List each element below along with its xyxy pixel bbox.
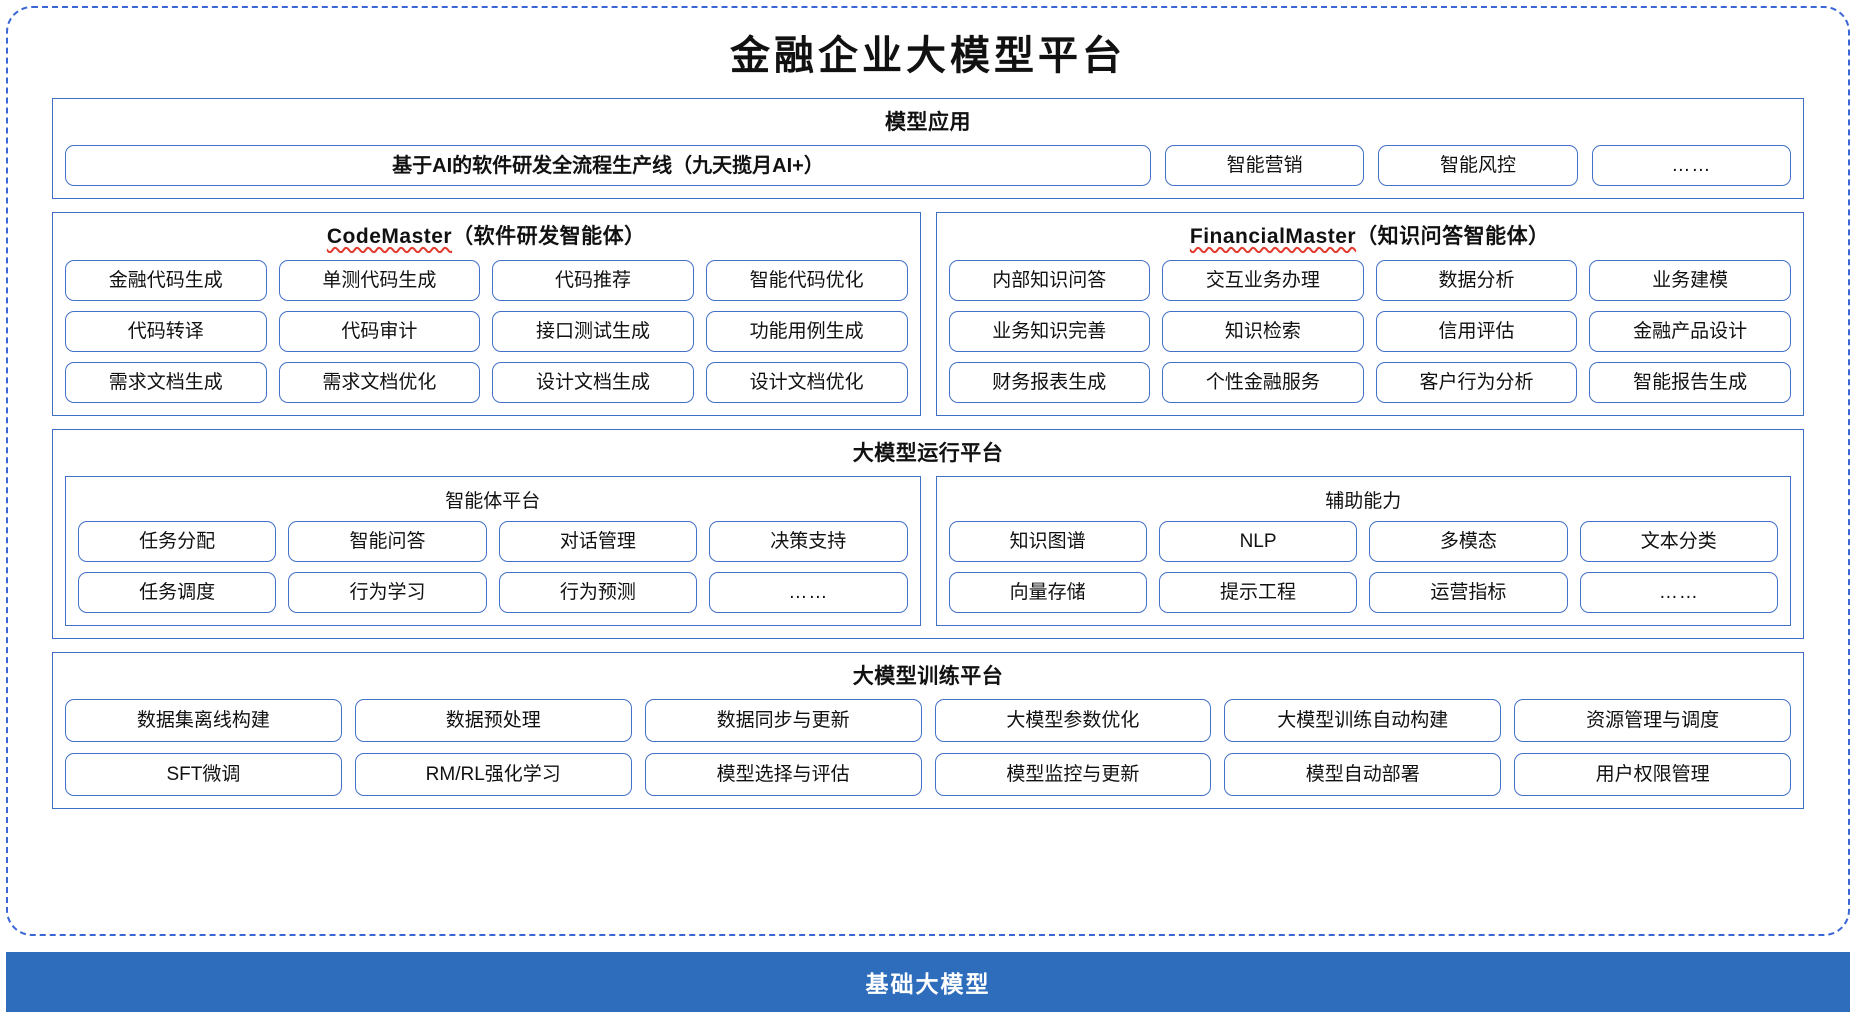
training-item[interactable]: 大模型训练自动构建 [1224,699,1502,742]
agent-platform-item[interactable]: 对话管理 [498,520,698,562]
auxiliary-item[interactable]: 运营指标 [1369,571,1568,613]
codemaster-item[interactable]: 金融代码生成 [65,259,267,301]
financialmaster-suffix: （知识问答智能体） [1356,225,1550,249]
app-pill-marketing[interactable]: 智能营销 [1165,145,1365,187]
financialmaster-item[interactable]: 数据分析 [1375,259,1578,301]
financialmaster-item[interactable]: 财务报表生成 [948,361,1151,403]
section-title-training-platform: 大模型训练平台 [852,664,1004,688]
panel-agent-platform: 智能体平台 任务分配 智能问答 对话管理 决策支持 任务调度 行为学习 行为预测… [65,475,921,626]
app-pill-primary[interactable]: 基于AI的软件研发全流程生产线（九天揽月AI+） [65,145,1151,187]
training-item[interactable]: 数据预处理 [354,699,632,742]
codemaster-item[interactable]: 需求文档优化 [278,361,481,403]
financialmaster-item[interactable]: 客户行为分析 [1375,361,1578,403]
financialmaster-item[interactable]: 业务建模 [1589,259,1791,301]
training-item[interactable]: RM/RL强化学习 [354,753,632,796]
section-title-codemaster: CodeMaster（软件研发智能体） [65,222,908,259]
auxiliary-item[interactable]: 向量存储 [948,571,1147,613]
section-title-financialmaster: FinancialMaster（知识问答智能体） [949,222,1792,259]
codemaster-grid: 金融代码生成 单测代码生成 代码推荐 智能代码优化 代码转译 代码审计 接口测试… [65,259,908,403]
financialmaster-name: FinancialMaster [1189,225,1357,249]
auxiliary-item-more[interactable]: …… [1579,571,1778,613]
base-model-bar: 基础大模型 [6,952,1850,1012]
financialmaster-grid: 内部知识问答 交互业务办理 数据分析 业务建模 业务知识完善 知识检索 信用评估… [948,259,1791,403]
codemaster-item[interactable]: 功能用例生成 [705,310,908,352]
codemaster-item[interactable]: 设计文档生成 [492,361,694,403]
model-application-row: 基于AI的软件研发全流程生产线（九天揽月AI+） 智能营销 智能风控 …… [65,145,1791,187]
training-item[interactable]: 模型自动部署 [1224,753,1502,796]
training-item[interactable]: 数据集离线构建 [65,699,342,742]
app-pill-more[interactable]: …… [1591,145,1791,187]
codemaster-suffix: （软件研发智能体） [452,225,646,249]
codemaster-name: CodeMaster [326,225,453,249]
panel-title-agent-platform: 智能体平台 [445,490,541,512]
training-item[interactable]: 数据同步与更新 [644,699,922,742]
section-financialmaster: FinancialMaster（知识问答智能体） 内部知识问答 交互业务办理 数… [935,212,1804,416]
agent-platform-item[interactable]: 智能问答 [288,520,487,562]
agent-platform-item[interactable]: 行为学习 [288,571,487,613]
auxiliary-item[interactable]: 多模态 [1369,520,1568,562]
agent-platform-grid: 任务分配 智能问答 对话管理 决策支持 任务调度 行为学习 行为预测 …… [78,520,908,613]
codemaster-item[interactable]: 需求文档生成 [65,361,267,403]
section-title-model-application: 模型应用 [885,111,971,134]
training-item[interactable]: 模型监控与更新 [934,753,1212,796]
agent-platform-item-more[interactable]: …… [709,571,908,613]
training-platform-grid: 数据集离线构建 数据预处理 数据同步与更新 大模型参数优化 大模型训练自动构建 … [65,699,1791,796]
financialmaster-item[interactable]: 金融产品设计 [1589,310,1791,352]
page-title: 金融企业大模型平台 [730,33,1126,78]
codemaster-item[interactable]: 代码推荐 [492,259,694,301]
training-item[interactable]: 模型选择与评估 [644,753,922,796]
training-item[interactable]: SFT微调 [65,753,342,796]
codemaster-item[interactable]: 设计文档优化 [705,361,908,403]
app-pill-riskcontrol[interactable]: 智能风控 [1378,145,1578,187]
financialmaster-item[interactable]: 个性金融服务 [1162,361,1364,403]
panel-auxiliary-capability: 辅助能力 知识图谱 NLP 多模态 文本分类 向量存储 提示工程 运营指标 …… [935,475,1791,626]
section-run-platform: 大模型运行平台 智能体平台 任务分配 智能问答 对话管理 决策支持 任务调度 行… [52,428,1804,639]
financialmaster-item[interactable]: 内部知识问答 [948,259,1151,301]
agent-platform-item[interactable]: 行为预测 [498,571,698,613]
financialmaster-item[interactable]: 智能报告生成 [1589,361,1791,403]
auxiliary-item[interactable]: 提示工程 [1158,571,1358,613]
section-codemaster: CodeMaster（软件研发智能体） 金融代码生成 单测代码生成 代码推荐 智… [52,212,921,416]
agent-platform-item[interactable]: 任务调度 [78,571,277,613]
auxiliary-item[interactable]: 文本分类 [1579,520,1778,562]
training-item[interactable]: 资源管理与调度 [1514,699,1791,742]
financialmaster-item[interactable]: 信用评估 [1375,310,1578,352]
panel-title-auxiliary-capability: 辅助能力 [1325,490,1402,512]
training-item[interactable]: 大模型参数优化 [934,699,1212,742]
auxiliary-item[interactable]: NLP [1158,520,1358,562]
codemaster-item[interactable]: 接口测试生成 [492,310,694,352]
agents-row: CodeMaster（软件研发智能体） 金融代码生成 单测代码生成 代码推荐 智… [52,212,1804,416]
platform-outer-frame: 金融企业大模型平台 模型应用 基于AI的软件研发全流程生产线（九天揽月AI+） … [6,6,1850,936]
agent-platform-item[interactable]: 决策支持 [709,520,908,562]
section-title-run-platform: 大模型运行平台 [852,441,1004,465]
financialmaster-item[interactable]: 业务知识完善 [948,310,1151,352]
auxiliary-item[interactable]: 知识图谱 [948,520,1147,562]
financialmaster-item[interactable]: 知识检索 [1162,310,1364,352]
codemaster-item[interactable]: 代码审计 [278,310,481,352]
section-training-platform: 大模型训练平台 数据集离线构建 数据预处理 数据同步与更新 大模型参数优化 大模… [52,651,1804,809]
codemaster-item[interactable]: 代码转译 [65,310,267,352]
base-model-label: 基础大模型 [865,971,991,997]
codemaster-item[interactable]: 单测代码生成 [278,259,481,301]
auxiliary-capability-grid: 知识图谱 NLP 多模态 文本分类 向量存储 提示工程 运营指标 …… [948,520,1778,613]
run-platform-panels: 智能体平台 任务分配 智能问答 对话管理 决策支持 任务调度 行为学习 行为预测… [65,475,1791,626]
training-item[interactable]: 用户权限管理 [1514,753,1791,796]
section-model-application: 模型应用 基于AI的软件研发全流程生产线（九天揽月AI+） 智能营销 智能风控 … [52,98,1804,200]
codemaster-item[interactable]: 智能代码优化 [705,259,908,301]
agent-platform-item[interactable]: 任务分配 [78,520,277,562]
financialmaster-item[interactable]: 交互业务办理 [1162,259,1364,301]
